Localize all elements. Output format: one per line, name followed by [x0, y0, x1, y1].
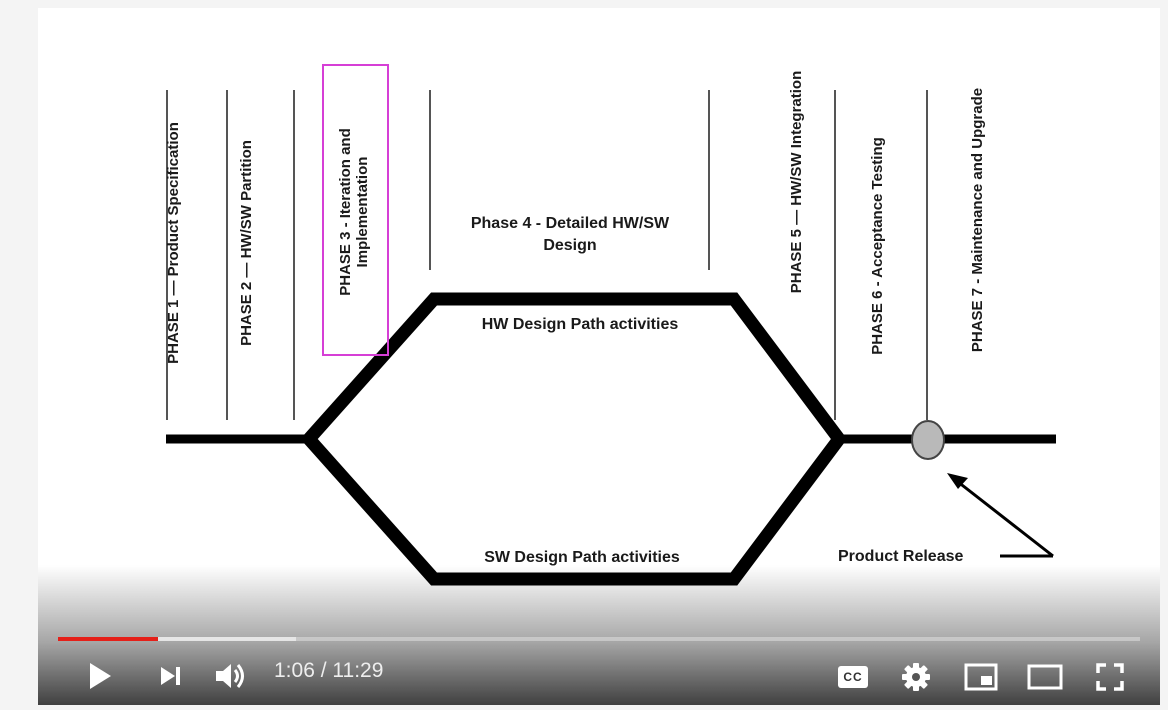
time-separator: /	[314, 659, 333, 682]
duration: 11:29	[332, 659, 384, 682]
release-arrow	[952, 476, 1054, 558]
miniplayer-button[interactable]	[960, 658, 1002, 696]
next-button[interactable]	[150, 656, 190, 696]
phase-4-line1: Phase 4 - Detailed HW/SW	[470, 215, 670, 232]
hw-path-label: HW Design Path activities	[481, 316, 679, 333]
release-arrowhead	[947, 473, 968, 489]
time-display: 1:06 / 11:29	[274, 659, 383, 683]
captions-button[interactable]: CC	[832, 660, 874, 694]
play-icon	[90, 663, 111, 689]
progress-played	[58, 637, 158, 641]
theater-button[interactable]	[1024, 658, 1066, 696]
phase-2-label: PHASE 2 — HW/SW Partition	[237, 140, 255, 346]
theater-icon	[1027, 664, 1063, 690]
current-time: 1:06	[274, 659, 315, 682]
product-release-label: Product Release	[838, 548, 964, 565]
phase-3-label: PHASE 3 - Iteration and Implementation	[337, 128, 371, 296]
phase-7-label: PHASE 7 - Maintenance and Upgrade	[969, 87, 986, 353]
settings-icon	[902, 663, 930, 691]
phase-1-label: PHASE 1 — Product Specification	[165, 122, 182, 364]
volume-button[interactable]	[208, 654, 254, 698]
phase-6-label: PHASE 6 - Acceptance Testing	[869, 137, 886, 355]
phase-4-line2: Design	[543, 237, 597, 254]
progress-bar[interactable]	[58, 637, 1140, 641]
phase-4-label: Phase 4 - Detailed HW/SW Design	[430, 213, 710, 257]
sw-path-label: SW Design Path activities	[484, 549, 680, 566]
volume-icon	[216, 664, 244, 688]
captions-icon: CC	[838, 666, 868, 688]
video-player[interactable]: PHASE 1 — Product Specification PHASE 2 …	[38, 8, 1160, 705]
phase3-highlight-box	[322, 64, 389, 356]
fullscreen-button[interactable]	[1090, 658, 1130, 696]
release-milestone-marker	[911, 420, 945, 460]
miniplayer-icon	[964, 663, 998, 691]
play-button[interactable]	[78, 656, 122, 696]
settings-button[interactable]	[896, 658, 936, 696]
fullscreen-icon	[1096, 663, 1124, 691]
captions-text: CC	[843, 670, 863, 684]
progress-buffered	[58, 637, 297, 641]
next-icon	[161, 667, 180, 685]
phase-5-label: PHASE 5 — HW/SW Integration	[788, 70, 805, 294]
